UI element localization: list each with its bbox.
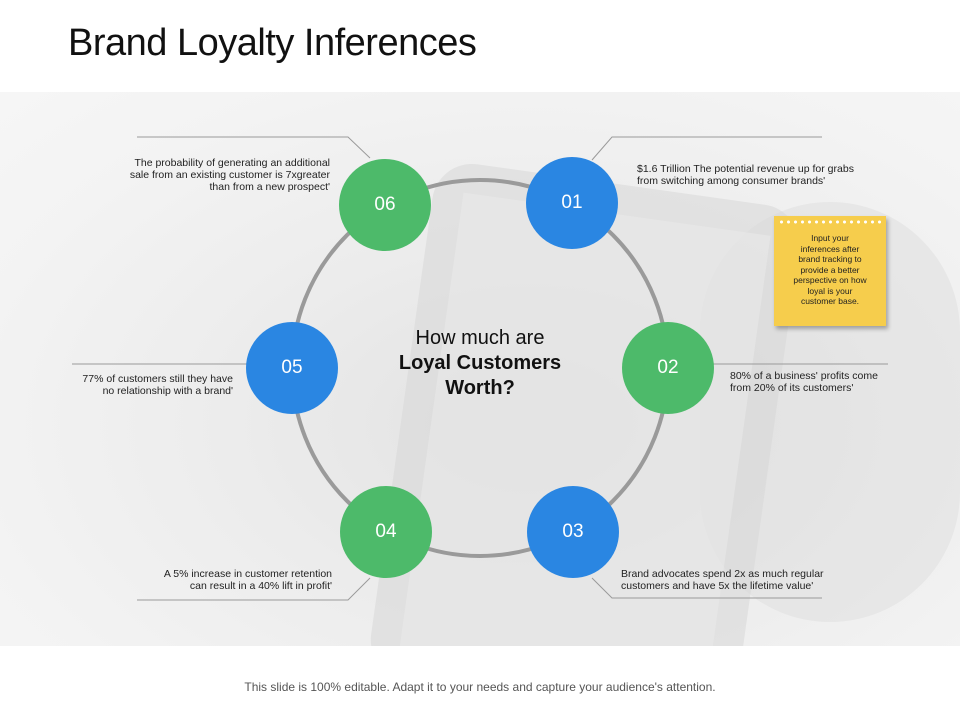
item-06-text: The probability of generating an additio…: [110, 157, 330, 193]
footer-caption: This slide is 100% editable. Adapt it to…: [244, 680, 716, 694]
text-line: from 20% of its customers': [730, 382, 854, 394]
sticky-note: Input your inferences after brand tracki…: [774, 216, 886, 326]
text-line: customers and have 5x the lifetime value…: [621, 580, 814, 592]
note-line: brand tracking to: [798, 254, 862, 264]
cycle-node-04: 04: [340, 486, 432, 578]
cycle-node-05: 05: [246, 322, 338, 414]
node-number: 02: [657, 357, 679, 378]
note-line: Input your: [811, 233, 849, 243]
item-05-text: 77% of customers still they have no rela…: [60, 373, 233, 397]
text-line: than from a new prospect': [209, 181, 330, 193]
note-line: provide a better: [800, 264, 860, 275]
sticky-note-text: Input your inferences after brand tracki…: [780, 233, 880, 307]
note-line: loyal is your: [807, 285, 853, 296]
text-line: sale from an existing customer is 7xgrea…: [129, 169, 330, 181]
note-line: customer base.: [800, 296, 860, 306]
text-line: $1.6 Trillion The potential revenue up f…: [637, 163, 854, 175]
note-line: inferences after: [800, 243, 860, 254]
note-line: perspective on how: [793, 275, 867, 285]
text-line: from switching among consumer brands': [637, 175, 826, 187]
cycle-node-02: 02: [622, 322, 714, 414]
text-line: no relationship with a brand': [102, 385, 233, 397]
node-number: 03: [562, 521, 584, 542]
connector-06: [137, 136, 371, 159]
text-line: Brand advocates spend 2x as much regular: [621, 568, 824, 580]
connector-04: [137, 577, 371, 601]
cycle-node-03: 03: [527, 486, 619, 578]
item-02-text: 80% of a business' profits come from 20%…: [730, 370, 910, 394]
text-line: can result in a 40% lift in profit': [189, 580, 332, 592]
item-04-text: A 5% increase in customer retention can …: [110, 568, 332, 592]
center-question-line2: Loyal Customers: [398, 352, 562, 374]
node-number: 01: [561, 192, 583, 213]
connector-03: [591, 577, 822, 599]
sticky-note-perforation: [778, 220, 882, 224]
connector-01: [591, 136, 822, 161]
center-question: How much are Loyal Customers Worth?: [370, 326, 590, 401]
center-question-line3: Worth?: [445, 377, 515, 399]
node-number: 04: [375, 521, 397, 542]
item-03-text: Brand advocates spend 2x as much regular…: [621, 568, 881, 592]
text-line: A 5% increase in customer retention: [163, 568, 332, 580]
text-line: The probability of generating an additio…: [134, 157, 330, 169]
node-number: 05: [281, 357, 303, 378]
center-question-line1: How much are: [415, 327, 545, 349]
item-01-text: $1.6 Trillion The potential revenue up f…: [637, 163, 897, 187]
text-line: 80% of a business' profits come: [730, 370, 878, 382]
background-panel: [0, 92, 960, 646]
node-number: 06: [374, 194, 396, 215]
text-line: 77% of customers still they have: [82, 373, 233, 385]
cycle-node-01: 01: [526, 157, 618, 249]
cycle-node-06: 06: [339, 159, 431, 251]
page-title: Brand Loyalty Inferences: [68, 22, 477, 64]
